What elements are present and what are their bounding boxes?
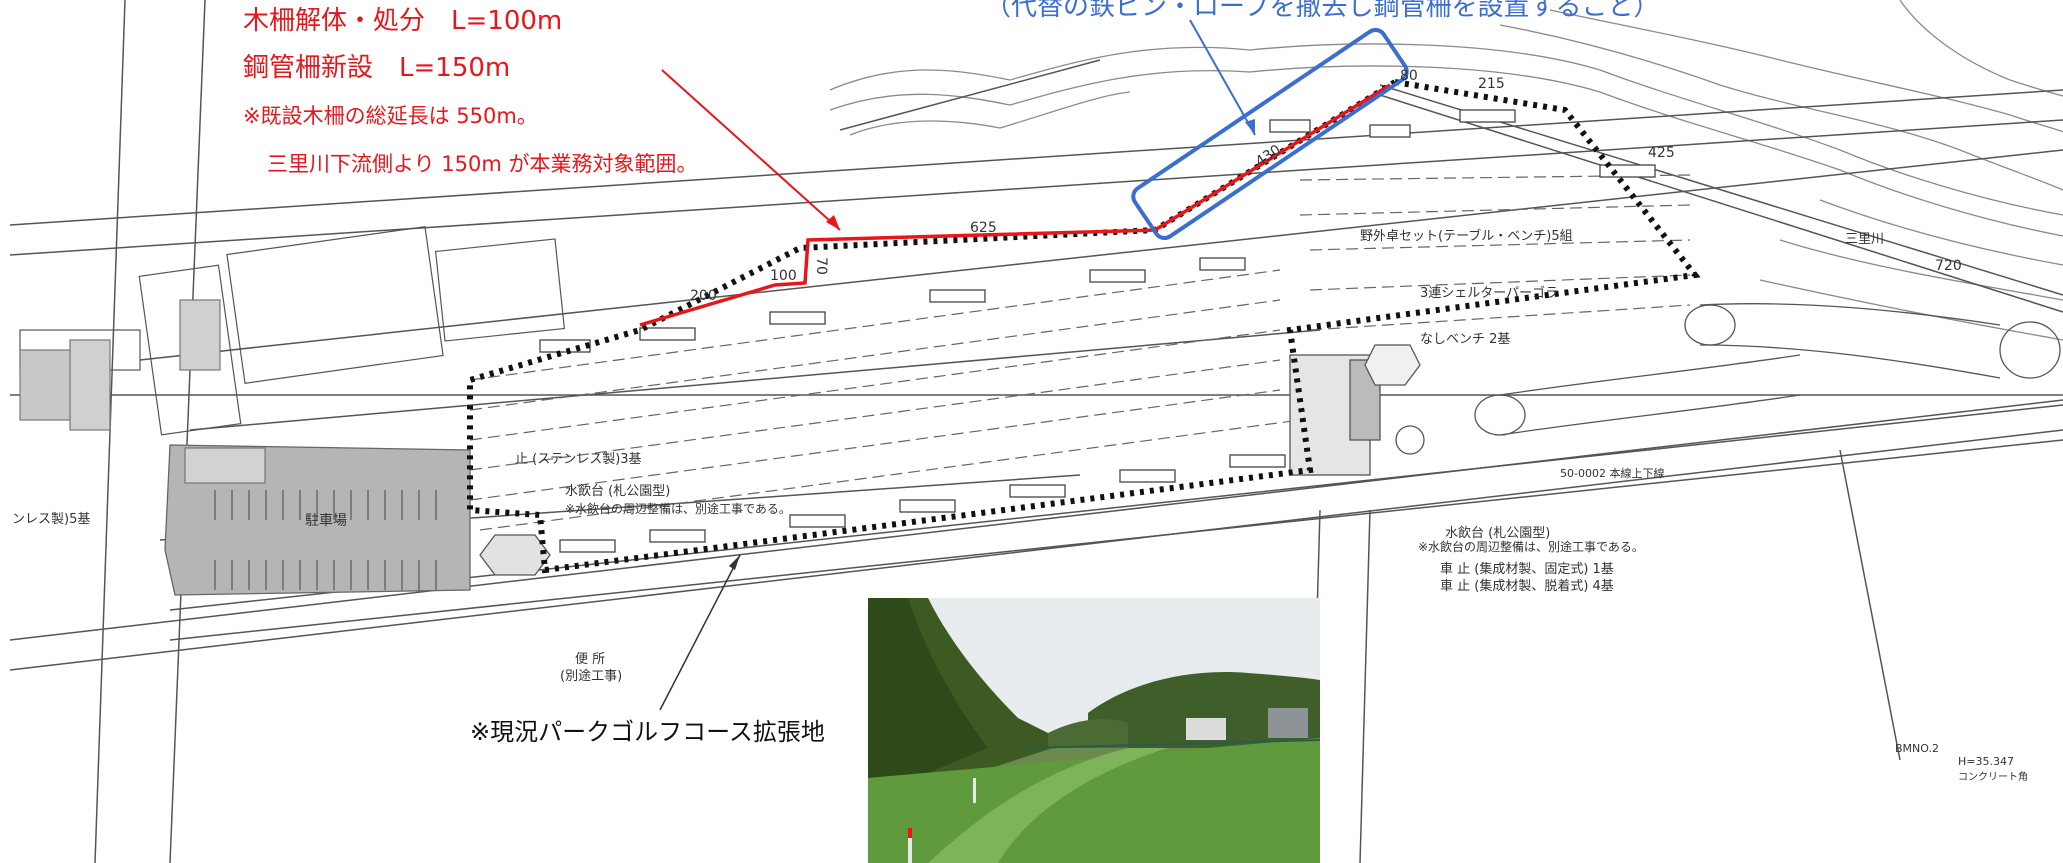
wood-fence-callout: 木柵解体・処分 L=100m bbox=[243, 6, 563, 36]
photo-caption: ※現況パークゴルフコース拡張地 bbox=[470, 718, 825, 746]
dim-200: 200 bbox=[690, 288, 717, 304]
fountain-right-label: 水飲台 (札公園型) bbox=[1445, 526, 1551, 541]
bollard-fixed-label: 車 止 (集成材製、固定式) 1基 bbox=[1440, 562, 1614, 577]
bench-label: なしベンチ 2基 bbox=[1420, 332, 1511, 347]
benchmark-label: BMNO.2 bbox=[1895, 742, 1939, 755]
road-lines bbox=[9, 0, 2063, 863]
bollard-removable-label: 車 止 (集成材製、脱着式) 4基 bbox=[1440, 579, 1614, 594]
blue-highlight-box bbox=[1131, 27, 1409, 241]
contour-lines bbox=[829, 0, 2063, 341]
steel-fence-callout: 鋼管柵新設 L=150m bbox=[243, 53, 511, 83]
callout-arrows bbox=[659, 19, 1256, 711]
red-fence-line bbox=[639, 83, 1391, 327]
total-length-note: ※既設木柵の総延長は 550m。 bbox=[243, 104, 538, 128]
dim-80: 80 bbox=[1400, 68, 1418, 84]
stainless-left-label: ンレス製)5基 bbox=[12, 512, 91, 527]
blue-callout: （代替の鉄ピン・ロープを撤去し鋼管柵を設置すること） bbox=[985, 0, 1660, 22]
dim-625: 625 bbox=[970, 220, 997, 236]
parking-label: 駐車場 bbox=[305, 513, 347, 529]
scope-note: 三里川下流側より 150m が本業務対象範囲。 bbox=[267, 152, 698, 176]
dim-70: 70 bbox=[812, 257, 829, 275]
benchmark-note-label: コンクリート角 bbox=[1958, 772, 2028, 783]
fountain-note-left: ※水飲台の周辺整備は、別途工事である。 bbox=[565, 502, 791, 516]
benchmark-h-label: H=35.347 bbox=[1958, 755, 2014, 768]
toilet-label: 便 所 bbox=[575, 652, 606, 667]
picnic-label: 野外卓セット(テーブル・ベンチ)5組 bbox=[1360, 229, 1573, 244]
toilet-note-label: (別途工事) bbox=[560, 669, 623, 684]
dim-720: 720 bbox=[1935, 258, 1962, 274]
site-photo bbox=[868, 598, 1320, 863]
tee-boxes bbox=[539, 109, 1656, 553]
road-label: 50-0002 本線上下線 bbox=[1560, 467, 1665, 480]
fountain-note-right: ※水飲台の周辺整備は、別途工事である。 bbox=[1418, 540, 1644, 554]
golf-fairways bbox=[469, 174, 1691, 531]
dim-425: 425 bbox=[1648, 145, 1675, 161]
toilet-building bbox=[479, 534, 551, 576]
project-boundary bbox=[467, 79, 1701, 574]
river-label: 三里川 bbox=[1845, 232, 1885, 247]
stainless-mid-label: 止 (ステンレス製)3基 bbox=[515, 452, 642, 467]
shelter-label: 3連シェルターパーゴラ bbox=[1420, 286, 1559, 301]
parking-lot bbox=[164, 444, 471, 596]
right-facilities bbox=[1289, 303, 2061, 476]
dim-215: 215 bbox=[1478, 76, 1505, 92]
left-structures bbox=[19, 226, 566, 436]
fountain-left-label: 水飲台 (札公園型) bbox=[565, 484, 671, 499]
dim-100: 100 bbox=[770, 268, 797, 284]
